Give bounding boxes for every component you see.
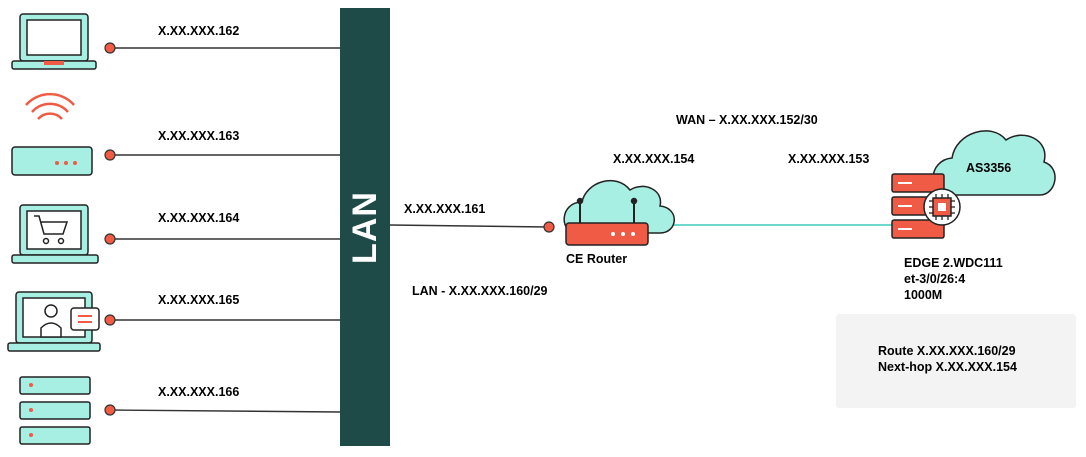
server-rack-icon xyxy=(19,376,91,445)
lan-gateway-ip: X.XX.XXX.161 xyxy=(404,202,486,216)
host-ip-165: X.XX.XXX.165 xyxy=(158,293,240,307)
ce-router-label: CE Router xyxy=(566,252,628,266)
lan-bar xyxy=(340,8,390,446)
lan-subnet-label: LAN - X.XX.XXX.160/29 xyxy=(412,284,548,298)
shopping-laptop-icon xyxy=(11,204,99,264)
wan-subnet-label: WAN – X.XX.XXX.152/30 xyxy=(676,113,818,127)
lan-ce-link xyxy=(389,221,555,233)
route-info-text: Route X.XX.XXX.160/29 Next-hop X.XX.XXX.… xyxy=(878,344,1017,374)
host-ip-163: X.XX.XXX.163 xyxy=(158,129,240,143)
wifi-router-icon xyxy=(11,92,93,176)
support-laptop-icon xyxy=(7,291,101,352)
host-ip-166: X.XX.XXX.166 xyxy=(158,385,240,399)
wan-edge-ip: X.XX.XXX.153 xyxy=(788,152,870,166)
route-info-box xyxy=(836,314,1076,408)
lan-bar-label: LAN xyxy=(345,190,384,264)
edge-server-chip-icon xyxy=(891,173,961,239)
laptop-icon xyxy=(11,13,97,70)
cloud-router-icon xyxy=(563,179,675,246)
lan-bar-label-wrap: LAN xyxy=(340,8,390,446)
host-ip-164: X.XX.XXX.164 xyxy=(158,211,240,225)
edge-cloud-label: AS3356 xyxy=(966,161,1012,175)
edge-details: EDGE 2.WDC111 et-3/0/26:4 1000M xyxy=(904,256,1003,302)
wan-ce-ip: X.XX.XXX.154 xyxy=(613,152,695,166)
host-links xyxy=(104,42,341,416)
host-ip-162: X.XX.XXX.162 xyxy=(158,24,240,38)
edge-cloud xyxy=(932,130,1056,196)
